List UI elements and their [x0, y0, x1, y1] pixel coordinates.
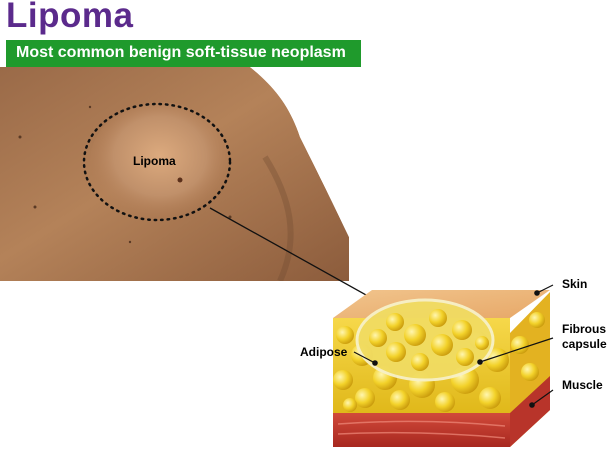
label-lipoma: Lipoma: [133, 154, 176, 168]
subtitle-text: Most common benign soft-tissue neoplasm: [16, 44, 346, 61]
subtitle-banner: Most common benign soft-tissue neoplasm: [6, 40, 361, 67]
label-adipose: Adipose: [300, 345, 348, 359]
label-fibrous: Fibrous: [562, 322, 606, 336]
label-skin: Skin: [562, 277, 588, 291]
capsule-globules: [369, 309, 489, 371]
page-title: Lipoma: [6, 0, 134, 35]
muscle-layer: [333, 413, 510, 447]
lipoma-outline: [82, 102, 232, 222]
shoulder-photo: [0, 67, 349, 281]
label-capsule: capsule: [562, 337, 607, 351]
label-muscle: Muscle: [562, 378, 603, 392]
